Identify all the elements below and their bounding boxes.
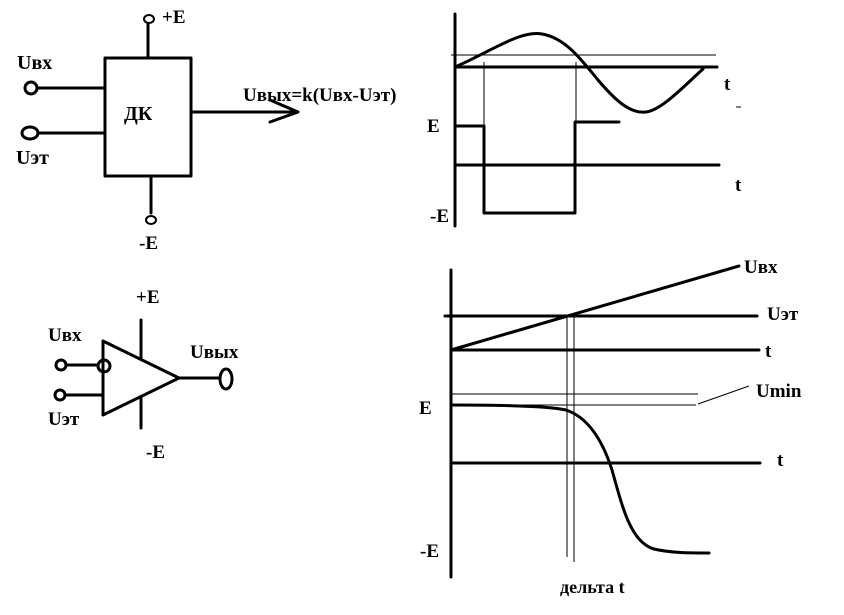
opamp-plus-label: +E — [136, 287, 160, 308]
diff-amp-minus-terminal — [145, 215, 157, 225]
bottom-graph-t-label-2: t — [777, 450, 784, 471]
top-graph-t-label-2: t — [735, 175, 742, 196]
bottom-graph-t-label-1: t — [765, 341, 772, 362]
opamp-minus-label: -E — [146, 442, 165, 463]
top-graph-minus-e-label: -E — [430, 206, 449, 227]
opamp-input-node — [96, 358, 112, 374]
diff-amp-minus-label: -E — [139, 233, 158, 254]
top-graph-t-label-1: t — [724, 74, 731, 95]
diff-amp-ref-label: Uэт — [16, 147, 49, 169]
bottom-graph-umin-leader — [697, 385, 750, 405]
bottom-graph-umin-label: Umin — [756, 381, 802, 402]
bottom-graph-minus-e-label: -E — [420, 541, 439, 562]
top-graph: t t E -E — [427, 12, 742, 228]
bottom-graph-ramp-input — [449, 264, 741, 352]
opamp-ref-label: Uэт — [48, 409, 80, 430]
diff-amp-input-terminal — [23, 80, 39, 96]
diff-amp-output-arrowhead — [268, 98, 300, 124]
opamp-input-label: Uвх — [48, 325, 82, 346]
diff-amp-plus-terminal — [143, 14, 155, 24]
diff-amp-ref-terminal — [20, 125, 40, 141]
diff-amp-plus-label: +E — [162, 7, 186, 28]
diff-amp-box-label: ДК — [124, 103, 153, 125]
bottom-graph-uvx-label: Uвх — [744, 257, 778, 278]
opamp-output-terminal — [218, 367, 234, 391]
opamp-output-label: Uвых — [190, 342, 239, 363]
diff-amp-block: ДК +E -E Uвх Uэт Uвых=k(Uвх-Uэт) — [16, 7, 396, 254]
diff-amp-input-label: Uвх — [17, 52, 52, 74]
diff-amp-formula: Uвых=k(Uвх-Uэт) — [243, 85, 396, 106]
top-graph-square-output — [453, 120, 621, 215]
top-graph-sine-input — [453, 32, 705, 114]
bottom-graph-uet-label: Uэт — [767, 304, 799, 325]
bottom-graph-e-label: E — [419, 398, 432, 419]
bottom-graph: Uвх Uэт t Umin E t -E дельта t — [419, 257, 802, 597]
bottom-graph-output-curve — [449, 403, 711, 555]
top-graph-e-label: E — [427, 116, 440, 137]
bottom-graph-delta-label: дельта t — [560, 577, 625, 597]
opamp-block: +E -E Uвх Uэт Uвых — [48, 287, 239, 463]
